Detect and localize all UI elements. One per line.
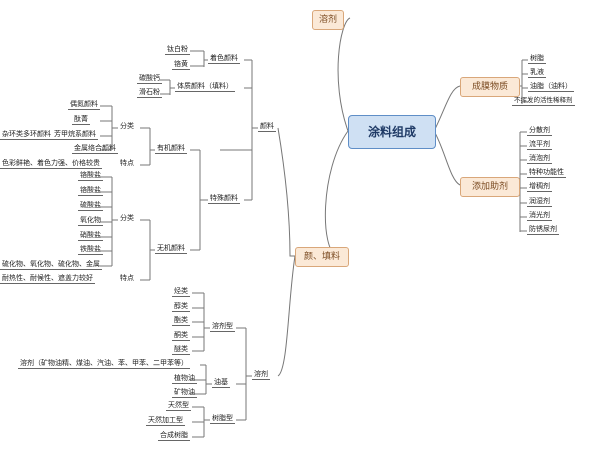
inorganic-class-label: 分类 xyxy=(120,214,134,222)
dissolve-item[interactable]: 醚类 xyxy=(172,345,190,355)
organic-class-item[interactable]: 金属络合颜料 xyxy=(72,144,118,154)
edge-root-pigment-filler xyxy=(324,130,349,257)
node-organic[interactable]: 有机颜料 xyxy=(155,144,187,154)
inorganic-class-item[interactable]: 硝酸盐 xyxy=(78,231,103,241)
organic-class-label: 分类 xyxy=(120,122,134,130)
inorganic-class-item[interactable]: 氧化物 xyxy=(78,216,103,226)
edge-to-pigment xyxy=(277,127,295,257)
edge-body-items xyxy=(160,79,175,95)
additive-item[interactable]: 增稠剂 xyxy=(527,182,552,192)
inorganic-class-more[interactable]: 硫化物、氧化物、硫化物、金属 xyxy=(0,260,102,270)
edge-special-children xyxy=(190,149,208,251)
inorganic-feature-label: 特点 xyxy=(120,274,134,282)
inorganic-class-item[interactable]: 铬酸盐 xyxy=(78,171,103,181)
organic-feature-label: 特点 xyxy=(120,159,134,167)
inorganic-class-item[interactable]: 硫酸盐 xyxy=(78,201,103,211)
edge-inorganic-branches xyxy=(140,219,155,281)
node-coloring[interactable]: 着色颜料 xyxy=(208,54,240,64)
additive-item[interactable]: 消泡剂 xyxy=(527,154,552,164)
dissolve-item[interactable]: 醇类 xyxy=(172,302,190,312)
node-oil[interactable]: 油基 xyxy=(212,378,230,388)
additive-item[interactable]: 润湿剂 xyxy=(527,197,552,207)
film-item[interactable]: 不挥发的活性稀释剂 xyxy=(512,96,575,106)
edge-film-items xyxy=(518,59,528,104)
edge-organic-branches xyxy=(140,127,155,166)
edge-solvent-children xyxy=(236,327,252,421)
edge-resin-items xyxy=(192,406,210,438)
edge-root-solvent xyxy=(337,17,351,132)
edge-coloring-items xyxy=(190,50,208,67)
additive-item[interactable]: 分散剂 xyxy=(527,126,552,136)
edge-to-solvents xyxy=(277,255,296,377)
coloring-item[interactable]: 铬黄 xyxy=(172,60,190,70)
oil-note[interactable]: 溶剂（矿物油精、煤油、汽油、苯、甲苯、二甲苯等） xyxy=(18,359,190,369)
oil-item[interactable]: 矿物油 xyxy=(172,388,197,398)
dissolve-item[interactable]: 酯类 xyxy=(172,316,190,326)
additive-item[interactable]: 流平剂 xyxy=(527,140,552,150)
node-solvents[interactable]: 溶剂 xyxy=(252,370,270,380)
organic-class-item[interactable]: 杂环类多环颜料 xyxy=(0,130,53,140)
node-body[interactable]: 体质颜料（填料） xyxy=(175,82,235,92)
edge-oil-items xyxy=(190,364,212,395)
inorganic-features[interactable]: 耐热性、耐候性、遮盖力较好 xyxy=(0,274,95,284)
body-item[interactable]: 碳酸钙 xyxy=(137,74,162,84)
film-item[interactable]: 树脂 xyxy=(528,54,546,64)
node-additives[interactable]: 添加助剂 xyxy=(460,177,520,197)
film-item[interactable]: 油脂（油料） xyxy=(528,82,574,92)
resin-item[interactable]: 天然加工型 xyxy=(146,416,185,426)
oil-item[interactable]: 植物油 xyxy=(172,374,197,384)
inorganic-class-item[interactable]: 铬酸盐 xyxy=(78,186,103,196)
node-pigment-filler[interactable]: 颜、填料 xyxy=(295,247,349,267)
node-pigment[interactable]: 颜料 xyxy=(258,122,276,132)
organic-class-item[interactable]: 酞菁 xyxy=(72,115,90,125)
dissolve-item[interactable]: 烃类 xyxy=(172,287,190,297)
edge-dissolve-items xyxy=(192,292,210,352)
node-resin[interactable]: 树脂型 xyxy=(210,414,235,424)
edge-root-film xyxy=(433,85,461,132)
edge-inorganic-classes xyxy=(100,176,118,267)
edge-organic-classes xyxy=(100,105,118,151)
dissolve-item[interactable]: 酮类 xyxy=(172,331,190,341)
edge-pigment-children xyxy=(220,59,258,201)
additive-item[interactable]: 防锈尿剂 xyxy=(527,225,559,235)
node-inorganic[interactable]: 无机颜料 xyxy=(155,244,187,254)
organic-features[interactable]: 色彩鲜艳、着色力强、价格较贵 xyxy=(0,159,102,169)
additive-item[interactable]: 特种功能性 xyxy=(527,168,566,178)
organic-class-item[interactable]: 芳甲烷系颜料 xyxy=(52,130,98,140)
film-item[interactable]: 乳液 xyxy=(528,68,546,78)
resin-item[interactable]: 天然型 xyxy=(166,401,191,411)
edge-root-additives xyxy=(433,130,461,186)
node-special[interactable]: 特殊颜料 xyxy=(208,194,240,204)
node-dissolve[interactable]: 溶剂型 xyxy=(210,322,235,332)
root-node[interactable]: 涂料组成 xyxy=(348,115,436,149)
body-item[interactable]: 滑石粉 xyxy=(137,88,162,98)
organic-class-item[interactable]: 偶氮颜料 xyxy=(68,100,100,110)
additive-item[interactable]: 消光剂 xyxy=(527,211,552,221)
node-film[interactable]: 成膜物质 xyxy=(460,77,520,97)
node-solvent[interactable]: 溶剂 xyxy=(312,10,344,30)
coloring-item[interactable]: 钛白粉 xyxy=(165,45,190,55)
resin-item[interactable]: 合成树脂 xyxy=(158,431,190,441)
inorganic-class-item[interactable]: 铁酸盐 xyxy=(78,245,103,255)
